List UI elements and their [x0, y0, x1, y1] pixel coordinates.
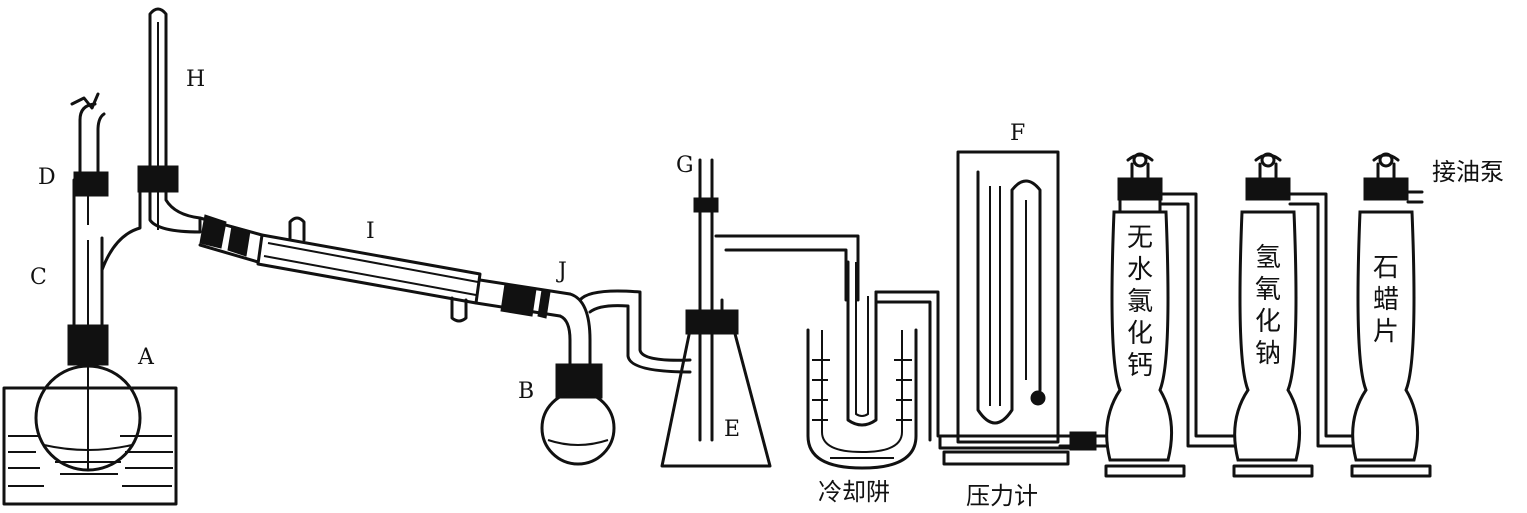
label-A: A — [137, 345, 155, 370]
label-H: H — [186, 67, 205, 92]
capillary-tube-D — [70, 92, 109, 225]
tower-1-text: 无水氯化钙 — [1127, 223, 1153, 381]
label-B: B — [518, 379, 534, 404]
thermometer-H — [137, 7, 179, 230]
drying-tower-2 — [1158, 152, 1314, 478]
claisen-adapter-C — [72, 178, 202, 302]
joint-J — [500, 283, 551, 319]
caption-cold-trap: 冷却阱 — [818, 478, 890, 506]
joint-to-condenser — [198, 214, 264, 264]
caption-manometer: 压力计 — [966, 482, 1038, 510]
cold-trap — [806, 260, 940, 470]
safety-flask-E — [660, 158, 860, 468]
manometer-F — [938, 150, 1112, 466]
label-C: C — [30, 265, 47, 290]
drying-tower-1 — [1104, 152, 1186, 478]
caption-to-oil-pump: 接油泵 — [1432, 158, 1504, 186]
vacuum-adapter — [558, 289, 692, 374]
drying-tower-3 — [1288, 152, 1432, 478]
heating-bath — [2, 386, 178, 506]
condenser-I — [256, 216, 572, 323]
receiving-flask-B — [540, 363, 616, 466]
round-bottom-flask-A — [34, 240, 142, 475]
label-G: G — [676, 153, 694, 178]
label-I: I — [366, 219, 375, 244]
label-D: D — [38, 165, 56, 190]
label-J: J — [556, 259, 567, 284]
label-E: E — [724, 417, 740, 442]
tower-3-text: 石蜡片 — [1373, 253, 1399, 347]
label-F: F — [1010, 121, 1025, 146]
tower-2-text: 氢氧化钠 — [1255, 243, 1281, 369]
